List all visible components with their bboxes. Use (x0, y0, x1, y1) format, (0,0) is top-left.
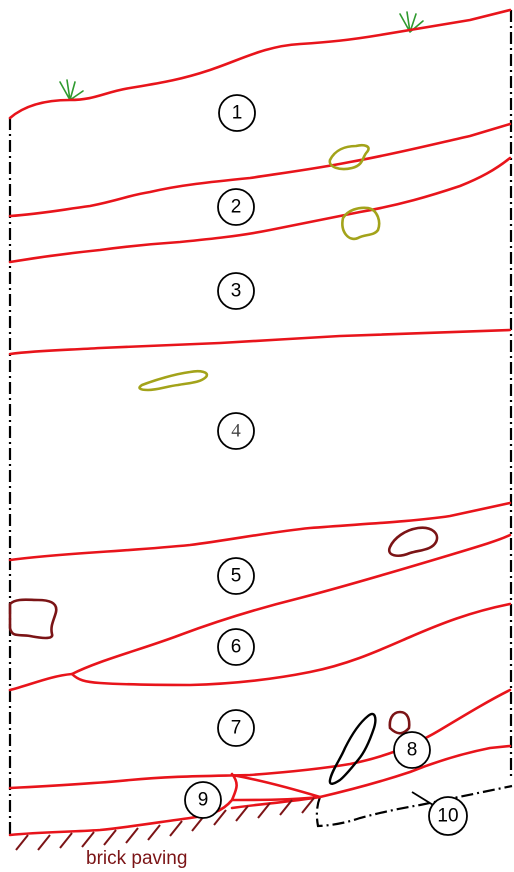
layer-boundary-5-6 (72, 535, 510, 674)
layer-label-7-text: 7 (231, 718, 242, 739)
layer-label-8: 8 (394, 732, 430, 768)
brown-inclusion-3 (390, 712, 409, 733)
olive-inclusion-3 (140, 371, 207, 390)
layer-boundary-9-top (10, 774, 320, 835)
pit-boundary (317, 786, 512, 826)
layer-label-1-text: 1 (232, 103, 243, 124)
layer-label-3: 3 (218, 273, 254, 309)
layer-boundary-7-8 (10, 690, 510, 788)
layer-label-2-text: 2 (231, 197, 242, 218)
layer-label-4: 4 (218, 413, 254, 449)
brick-paving-label: brick paving (86, 848, 187, 869)
black-inclusion (330, 714, 375, 784)
layer-boundary-3-4 (10, 330, 510, 354)
layer-label-7: 7 (218, 710, 254, 746)
layer-boundary-6-7 (10, 604, 510, 690)
brown-inclusion-1 (389, 528, 437, 556)
brick-paving-hatch (16, 798, 314, 850)
layer-label-1: 1 (219, 95, 255, 131)
layer-label-10: 10 (429, 797, 467, 835)
layer-label-5-text: 5 (231, 566, 242, 587)
layer-boundary-1-2 (10, 124, 510, 216)
layer-label-2: 2 (218, 189, 254, 225)
layer-label-6: 6 (218, 629, 254, 665)
layer-label-9-text: 9 (198, 790, 209, 811)
layer-label-6-text: 6 (231, 637, 242, 658)
brown-inclusion-2 (10, 600, 56, 638)
layer-label-4-text: 4 (231, 421, 241, 442)
layer-label-10-text: 10 (437, 806, 458, 827)
grass-icon (60, 80, 83, 100)
layer-boundary-2-3 (10, 158, 510, 262)
layer-label-9: 9 (185, 782, 221, 818)
ground-surface-line (10, 10, 510, 118)
layer-label-3-text: 3 (231, 281, 242, 302)
layer-label-5: 5 (218, 558, 254, 594)
layer-label-8-text: 8 (407, 740, 418, 761)
